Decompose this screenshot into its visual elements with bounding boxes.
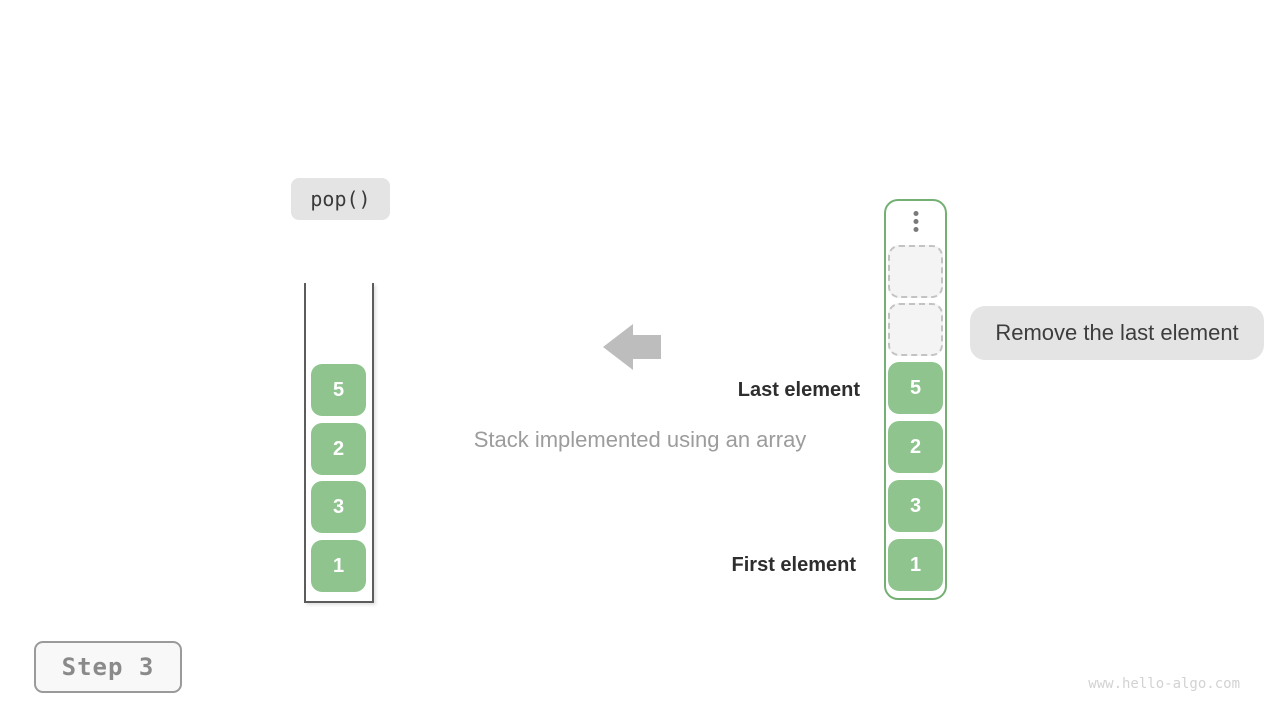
array-stack-container: 5 2 3 1: [304, 283, 374, 603]
callout-text: Remove the last element: [995, 320, 1239, 345]
stack-cell: 5: [311, 364, 366, 416]
array-cell: 1: [888, 539, 943, 591]
array-cell: 3: [888, 480, 943, 532]
stack-cell: 2: [311, 423, 366, 475]
stack-cell: 3: [311, 481, 366, 533]
last-element-label: Last element: [737, 379, 860, 401]
array-cell: 5: [888, 362, 943, 414]
site-watermark: www.hello-algo.com: [1088, 676, 1240, 692]
empty-array-slot: [888, 245, 943, 298]
vertical-ellipsis-icon: [913, 211, 918, 232]
step-badge-label: Step 3: [61, 653, 155, 681]
pop-operation-label: pop(): [310, 187, 371, 211]
arrow-left-icon: [603, 324, 661, 370]
pop-operation-pill: pop(): [291, 178, 390, 220]
remove-last-element-callout: Remove the last element: [970, 306, 1264, 360]
first-element-label: First element: [731, 554, 856, 576]
array-memory-container: 5 2 3 1: [884, 199, 947, 600]
array-cell: 2: [888, 421, 943, 473]
stack-cell: 1: [311, 540, 366, 592]
empty-array-slot: [888, 303, 943, 356]
diagram-caption: Stack implemented using an array: [473, 427, 807, 452]
step-badge: Step 3: [34, 641, 182, 693]
